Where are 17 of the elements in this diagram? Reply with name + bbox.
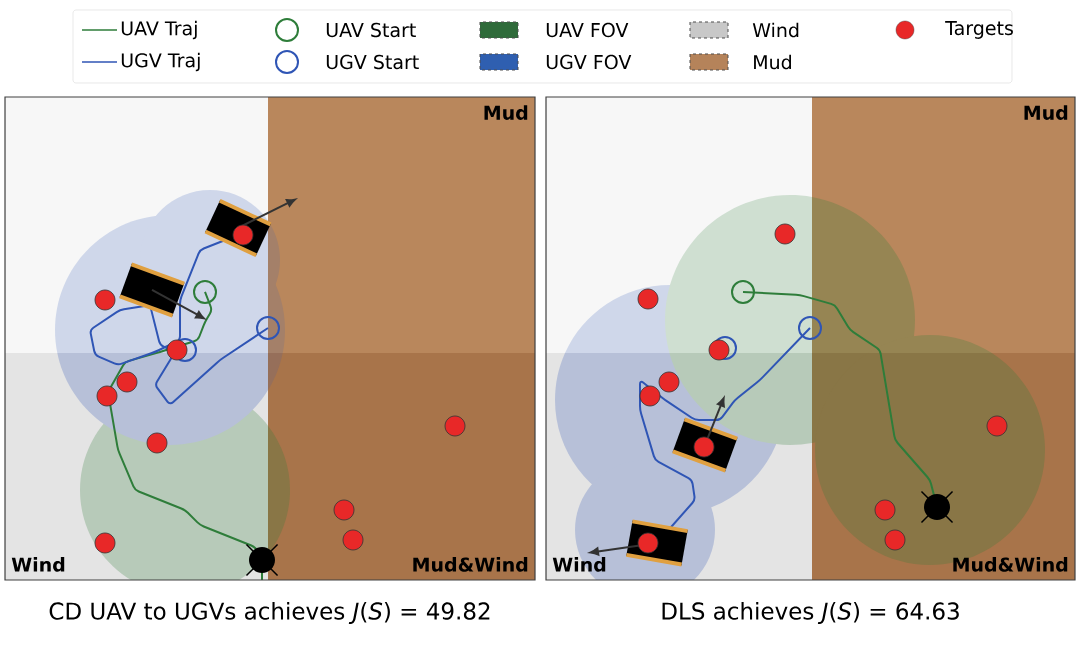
legend-label: Targets <box>945 21 1013 39</box>
legend-label: Mud <box>754 54 791 70</box>
legend-label: UAV Start <box>326 22 416 38</box>
legend-label: UAV FOV <box>546 22 629 38</box>
legend-label: UAV Traj <box>121 20 197 40</box>
panel-caption: CD UAV to UGVs achieves J(S) = 49.82 <box>49 601 490 625</box>
region-label: Mud&Wind <box>413 557 528 572</box>
legend-label: UGV Start <box>326 54 419 70</box>
region-label: Wind <box>552 557 606 572</box>
region-label: Mud&Wind <box>953 557 1068 572</box>
legend-label: UGV Traj <box>121 52 200 72</box>
legend-label: Wind <box>752 22 799 38</box>
region-label: Mud <box>1024 105 1068 120</box>
panel-caption: DLS achieves J(S) = 64.63 <box>662 601 959 625</box>
region-label: Wind <box>11 557 65 572</box>
legend-label: UGV FOV <box>546 54 632 70</box>
region-label: Mud <box>484 105 528 120</box>
